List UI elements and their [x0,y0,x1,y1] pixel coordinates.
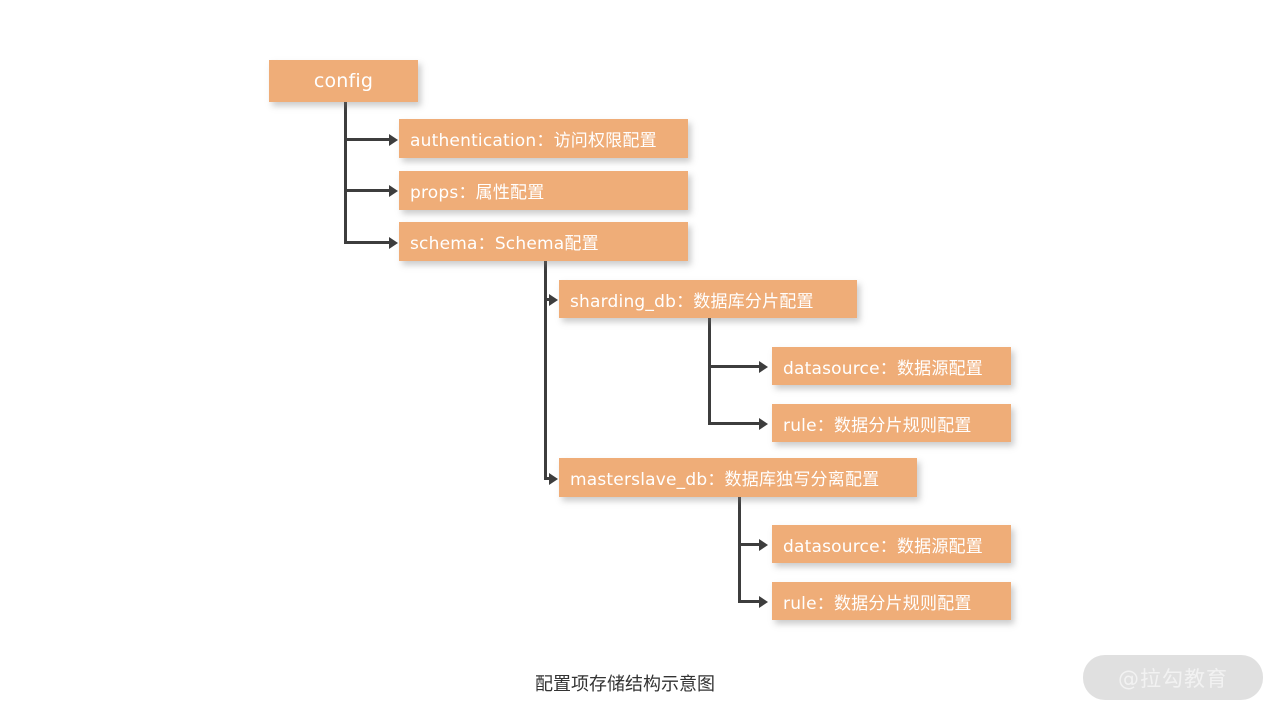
node-sharding-db[interactable]: sharding_db：数据库分片配置 [559,280,857,318]
node-config-label: config [313,70,374,92]
connector-masterslave-db-to-rule [738,600,764,603]
node-schema-label: schema：Schema配置 [410,234,599,254]
connector-config-to-props [344,189,394,192]
watermark-badge: @拉勾教育 [1083,655,1263,700]
node-masterslave-db-label: masterslave_db：数据库独写分离配置 [570,470,880,490]
node-sharding-rule[interactable]: rule：数据分片规则配置 [772,404,1011,442]
connector-masterslave-db-trunk [738,497,741,603]
node-props[interactable]: props：属性配置 [399,171,688,210]
node-masterslave-datasource[interactable]: datasource：数据源配置 [772,525,1011,563]
node-sharding-rule-label: rule：数据分片规则配置 [783,415,972,436]
arrowhead-ms-datasource [759,538,768,551]
node-masterslave-rule-label: rule：数据分片规则配置 [783,593,972,614]
connector-masterslave-db-to-datasource [738,543,764,546]
connector-config-to-authentication [344,138,394,141]
node-sharding-datasource-label: datasource：数据源配置 [783,358,983,379]
watermark-label: @拉勾教育 [1118,666,1228,691]
arrowhead-masterslave-db [549,472,558,485]
diagram-caption: 配置项存储结构示意图 [535,674,715,695]
arrowhead-authentication [389,133,398,146]
node-masterslave-rule[interactable]: rule：数据分片规则配置 [772,582,1011,620]
node-schema[interactable]: schema：Schema配置 [399,222,688,261]
arrowhead-props [389,184,398,197]
node-masterslave-db[interactable]: masterslave_db：数据库独写分离配置 [559,458,917,497]
connector-config-to-schema [344,241,394,244]
node-sharding-db-label: sharding_db：数据库分片配置 [570,291,814,312]
connector-sharding-db-trunk [708,318,711,425]
arrowhead-sharding-db [549,293,558,306]
node-authentication[interactable]: authentication：访问权限配置 [399,119,688,158]
node-authentication-label: authentication：访问权限配置 [410,131,657,151]
connector-config-trunk [344,101,347,244]
node-masterslave-datasource-label: datasource：数据源配置 [783,536,983,557]
arrowhead-sharding-datasource [759,360,768,373]
connector-sharding-db-to-datasource [708,365,764,368]
connector-sharding-db-to-rule [708,422,764,425]
node-props-label: props：属性配置 [410,183,545,203]
connector-schema-trunk [544,260,547,480]
arrowhead-sharding-rule [759,417,768,430]
arrowhead-ms-rule [759,595,768,608]
arrowhead-schema [389,236,398,249]
node-config[interactable]: config [269,60,418,102]
node-sharding-datasource[interactable]: datasource：数据源配置 [772,347,1011,385]
